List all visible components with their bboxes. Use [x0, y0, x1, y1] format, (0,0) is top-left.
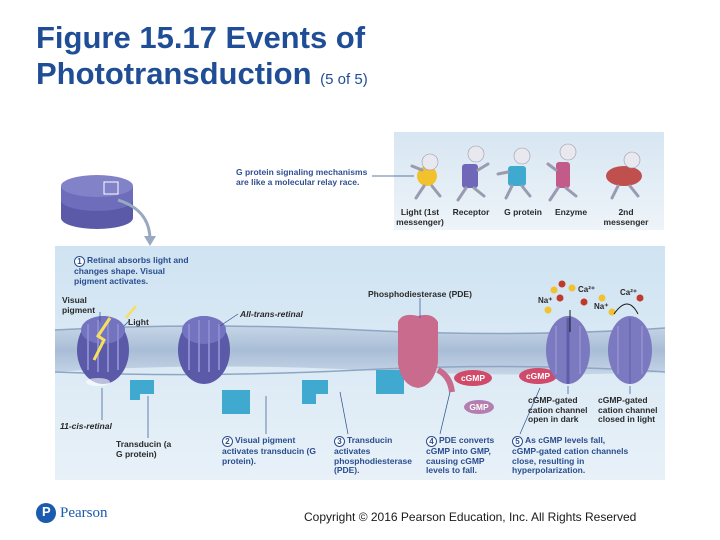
relay-label-receptor: Receptor	[452, 207, 490, 217]
runner-head-icon	[421, 153, 439, 171]
visual-pigment-active	[77, 305, 137, 386]
receptor-runner-icon	[462, 164, 478, 188]
ion-na-2: Na⁺	[594, 302, 609, 311]
pearson-brand-name: Pearson	[60, 505, 108, 521]
transducin-icon-3	[302, 380, 328, 404]
label-channel-closed: cGMP-gated cation channel closed in ligh…	[598, 395, 658, 424]
relay-label-light: Light (1st messenger)	[396, 207, 444, 227]
channel-open-icon	[546, 316, 590, 384]
relay-runners	[410, 143, 642, 202]
zoom-arrow	[117, 198, 152, 241]
slide-title-main: Figure 15.17 Events of Phototransduction	[36, 20, 366, 91]
transducin-subunits	[130, 370, 404, 414]
label-11-cis-retinal: 11-cis-retinal	[60, 421, 112, 431]
step-3-text: Transducin activates phosphodiesterase (…	[334, 435, 412, 475]
label-visual-pigment: Visual pigment	[62, 295, 96, 315]
copyright-notice: Copyright © 2016 Pearson Education, Inc.…	[304, 510, 637, 524]
pearson-logo: P Pearson	[36, 500, 116, 528]
ion-particles	[544, 280, 644, 316]
relay-label-second-messenger: 2nd messenger	[603, 207, 649, 227]
label-all-trans-retinal: All-trans-retinal	[240, 309, 303, 319]
ion-na-1: Na⁺	[538, 296, 553, 305]
retinal-icon	[92, 317, 112, 361]
label-transducin: Transducin (a G protein)	[116, 439, 172, 459]
label-cgmp-2: cGMP	[525, 371, 551, 381]
label-channel-open: cGMP-gated cation channel open in dark	[528, 395, 588, 424]
cgmp-molecule-1	[454, 370, 492, 386]
cgmp-molecule-2	[519, 368, 557, 384]
relay-label-g-protein: G protein	[504, 207, 542, 217]
leader-lines	[99, 298, 631, 438]
label-light: Light	[128, 317, 149, 327]
relay-label-enzyme: Enzyme	[554, 207, 588, 217]
second-messenger-icon	[606, 166, 642, 186]
g-protein-runner-icon	[508, 166, 526, 186]
label-pde: Phosphodiesterase (PDE)	[368, 289, 472, 299]
label-gmp: GMP	[469, 402, 489, 412]
ion-ca-1: Ca²⁺	[578, 285, 596, 294]
visual-pigment-rest	[178, 316, 230, 384]
disc-stack-icon	[61, 175, 133, 229]
transducin-icon-1	[130, 380, 154, 400]
gmp-molecule	[464, 400, 494, 414]
step-5-text: As cGMP levels fall, cGMP-gated cation c…	[512, 435, 629, 475]
light-ray-icon	[125, 305, 137, 319]
pde-enzyme	[398, 314, 455, 393]
channel-closed-icon	[608, 316, 652, 384]
transducin-icon-4	[376, 370, 404, 394]
relay-caption: G protein signaling mechanisms are like …	[236, 167, 368, 187]
step-4-text: PDE converts cGMP into GMP, causing cGMP…	[426, 435, 495, 475]
label-cgmp-1: cGMP	[460, 373, 486, 383]
step-2-text: Visual pigment activates transducin (G p…	[222, 435, 317, 466]
transducin-icon-2	[222, 390, 250, 414]
slide-title-suffix: (5 of 5)	[320, 71, 368, 88]
pearson-logo-icon	[36, 503, 56, 523]
ion-flow-arrow	[613, 303, 639, 315]
slide-title: Figure 15.17 Events of Phototransduction…	[36, 20, 556, 98]
enzyme-runner-icon	[556, 162, 570, 188]
ion-ca-2: Ca²⁺	[620, 288, 638, 297]
step-1-text: Retinal absorbs light and changes shape.…	[74, 255, 189, 286]
